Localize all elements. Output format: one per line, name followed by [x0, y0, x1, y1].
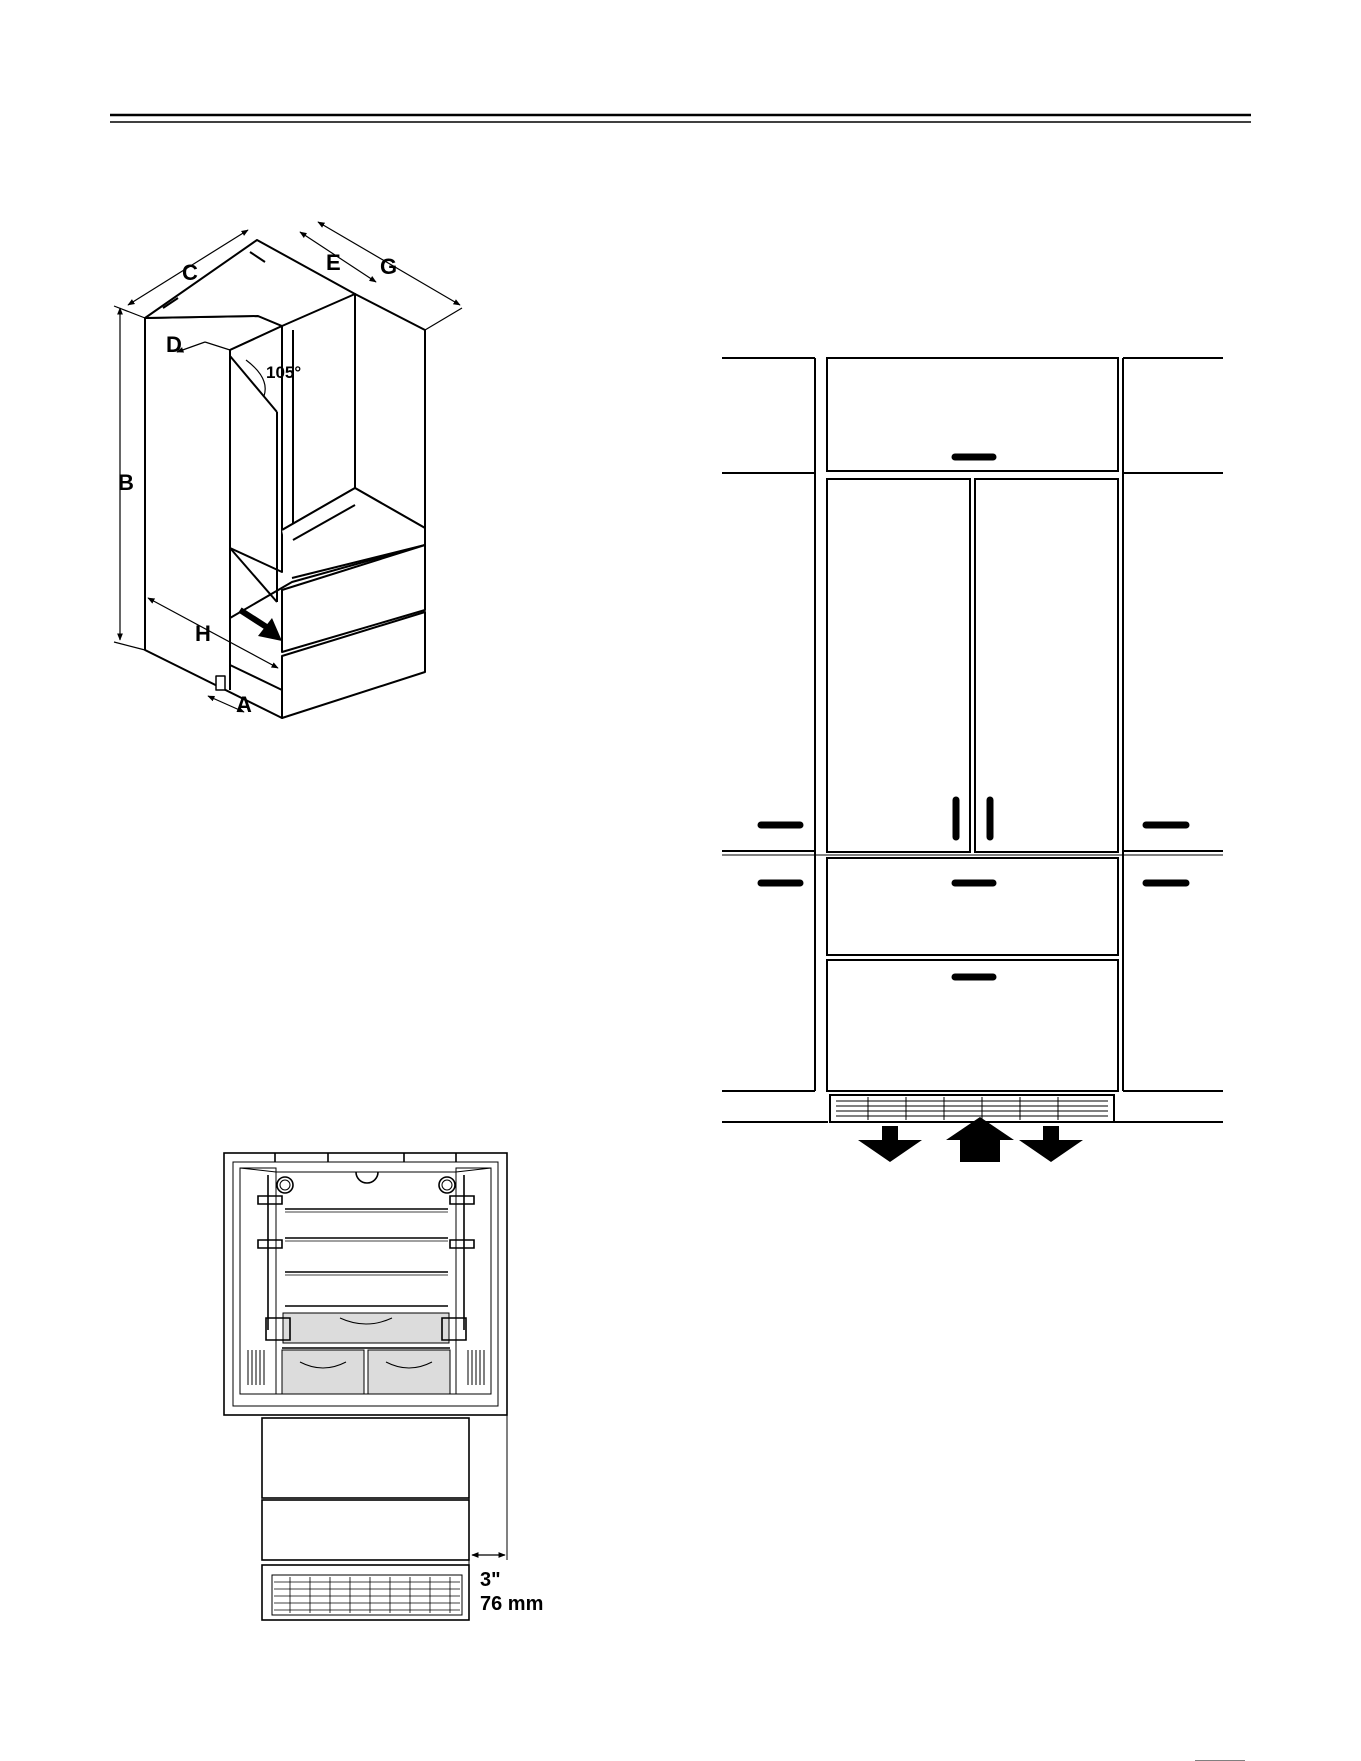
label-e: E — [326, 250, 341, 275]
label-d: D — [166, 332, 182, 357]
label-h: H — [195, 621, 211, 646]
fridge-left-door — [827, 479, 970, 852]
label-a: A — [236, 692, 252, 717]
front-lower-drawer — [262, 1500, 469, 1560]
front-clearance-labels: 3" 76 mm — [480, 1569, 543, 1615]
fridge-right-door — [975, 479, 1118, 852]
header-rule — [110, 115, 1251, 122]
airflow-out-left-icon — [858, 1126, 922, 1162]
label-angle: 105° — [266, 363, 301, 382]
airflow-in-center-icon — [946, 1117, 1014, 1162]
toe-grille-slats — [836, 1097, 1108, 1120]
airflow-arrows — [858, 1117, 1083, 1162]
front-upper-drawer — [262, 1418, 469, 1498]
front-open-view — [224, 1153, 507, 1620]
airflow-out-right-icon — [1019, 1126, 1083, 1162]
clearance-inches: 3" — [480, 1569, 501, 1591]
front-kick-grille — [262, 1565, 469, 1620]
cabinetry-elevation — [722, 358, 1223, 1122]
iso-fridge-diagram — [145, 240, 425, 718]
iso-drawer-arrow — [240, 610, 282, 641]
label-b: B — [118, 470, 134, 495]
upper-freezer-drawer — [827, 858, 1118, 955]
label-g: G — [380, 254, 397, 279]
clearance-mm: 76 mm — [480, 1593, 543, 1615]
toe-grille — [830, 1095, 1114, 1122]
label-c: C — [182, 260, 198, 285]
